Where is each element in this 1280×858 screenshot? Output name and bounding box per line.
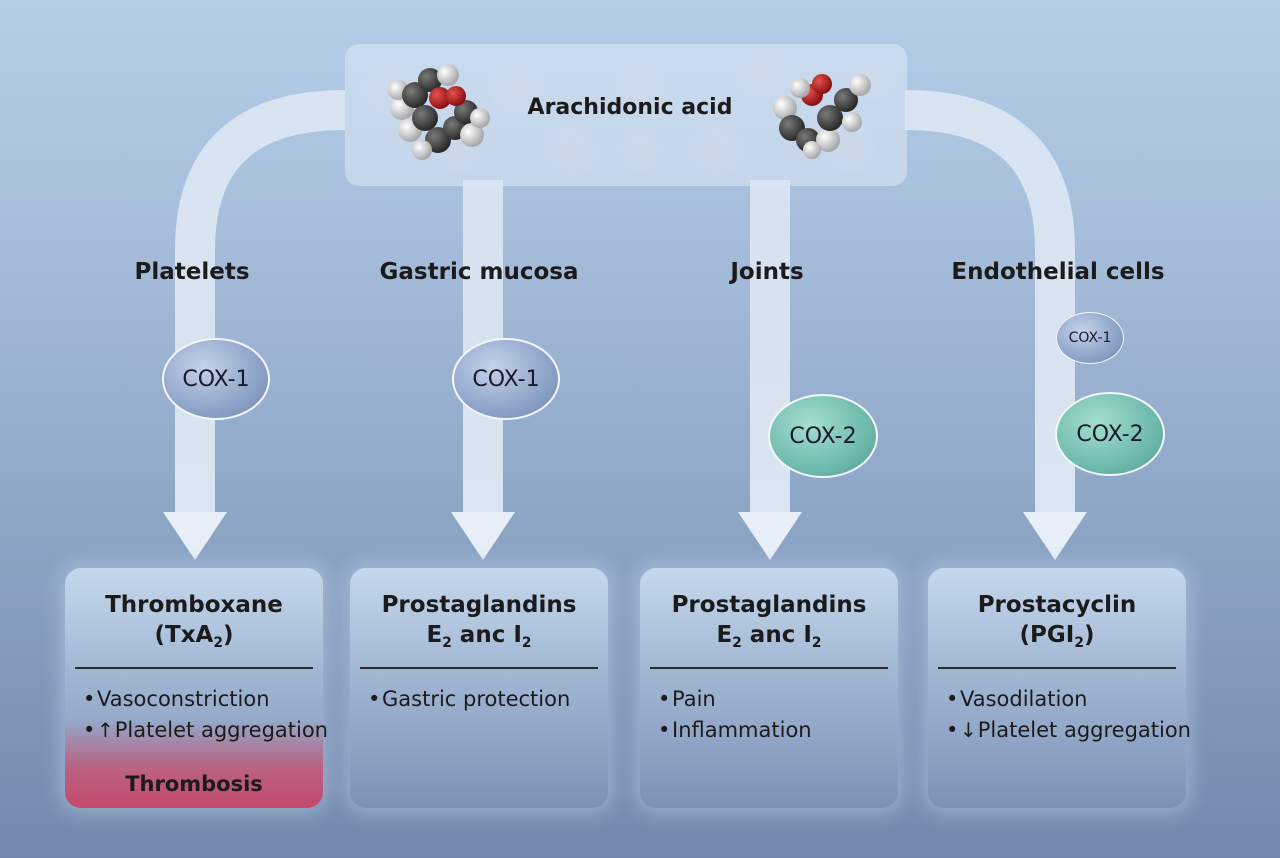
tissue-label-endothelial-cells: Endothelial cells [951,259,1165,285]
effect-list: •Gastric protection [368,684,570,715]
effect-item: •Inflammation [658,718,812,742]
tissue-label-gastric-mucosa: Gastric mucosa [379,259,579,285]
arrowhead-endothelial [1023,512,1087,560]
effect-item: •Vasoconstriction [83,687,270,711]
effect-item: •↑Platelet aggregation [83,718,328,742]
arachidonic-acid-panel [345,44,907,186]
molecule-left [388,64,490,160]
arrowhead-platelets [163,512,227,560]
outcome-thrombosis: Thrombosis [125,772,263,796]
divider [938,667,1176,669]
enzyme-cox1-platelets: COX-1 [162,338,270,420]
product-title: Prostaglandins E2 anc I2 [671,592,867,651]
effect-item: •↓Platelet aggregation [946,718,1191,742]
effect-list: •Vasoconstriction •↑Platelet aggregation [83,684,328,746]
molecule-right [773,74,871,159]
product-box-prostaglandins-gastric: Prostaglandins E2 anc I2 •Gastric protec… [350,568,608,808]
arrowhead-gastric [451,512,515,560]
product-box-prostaglandins-joints: Prostaglandins E2 anc I2 •Pain •Inflamma… [640,568,898,808]
divider [360,667,598,669]
product-title: Prostacyclin (PGI2) [977,592,1137,651]
effect-item: •Pain [658,687,716,711]
effect-item: •Vasodilation [946,687,1088,711]
up-arrow-icon: ↑ [97,718,114,742]
arrowhead-joints [738,512,802,560]
enzyme-cox1-gastric: COX-1 [452,338,560,420]
effect-list: •Vasodilation •↓Platelet aggregation [946,684,1191,746]
effect-list: •Pain •Inflammation [658,684,812,746]
product-title: Thromboxane (TxA2) [105,592,283,651]
arachidonic-acid-label: Arachidonic acid [527,95,733,120]
tissue-label-platelets: Platelets [134,259,250,285]
effect-item: •Gastric protection [368,687,571,711]
divider [650,667,888,669]
product-title: Prostaglandins E2 anc I2 [381,592,577,651]
down-arrow-icon: ↓ [960,718,977,742]
product-box-prostacyclin: Prostacyclin (PGI2) •Vasodilation •↓Plat… [928,568,1191,808]
branch-left [175,90,346,512]
tissue-label-joints: Joints [730,259,804,285]
product-box-thromboxane: Thromboxane (TxA2) •Vasoconstriction •↑P… [65,568,328,808]
enzyme-cox1-endothelial: COX-1 [1056,312,1124,364]
enzyme-cox2-endothelial: COX-2 [1055,392,1165,476]
divider [75,667,313,669]
branch-right [904,90,1075,512]
enzyme-cox2-joints: COX-2 [768,394,878,478]
thrombosis-highlight [65,720,323,808]
